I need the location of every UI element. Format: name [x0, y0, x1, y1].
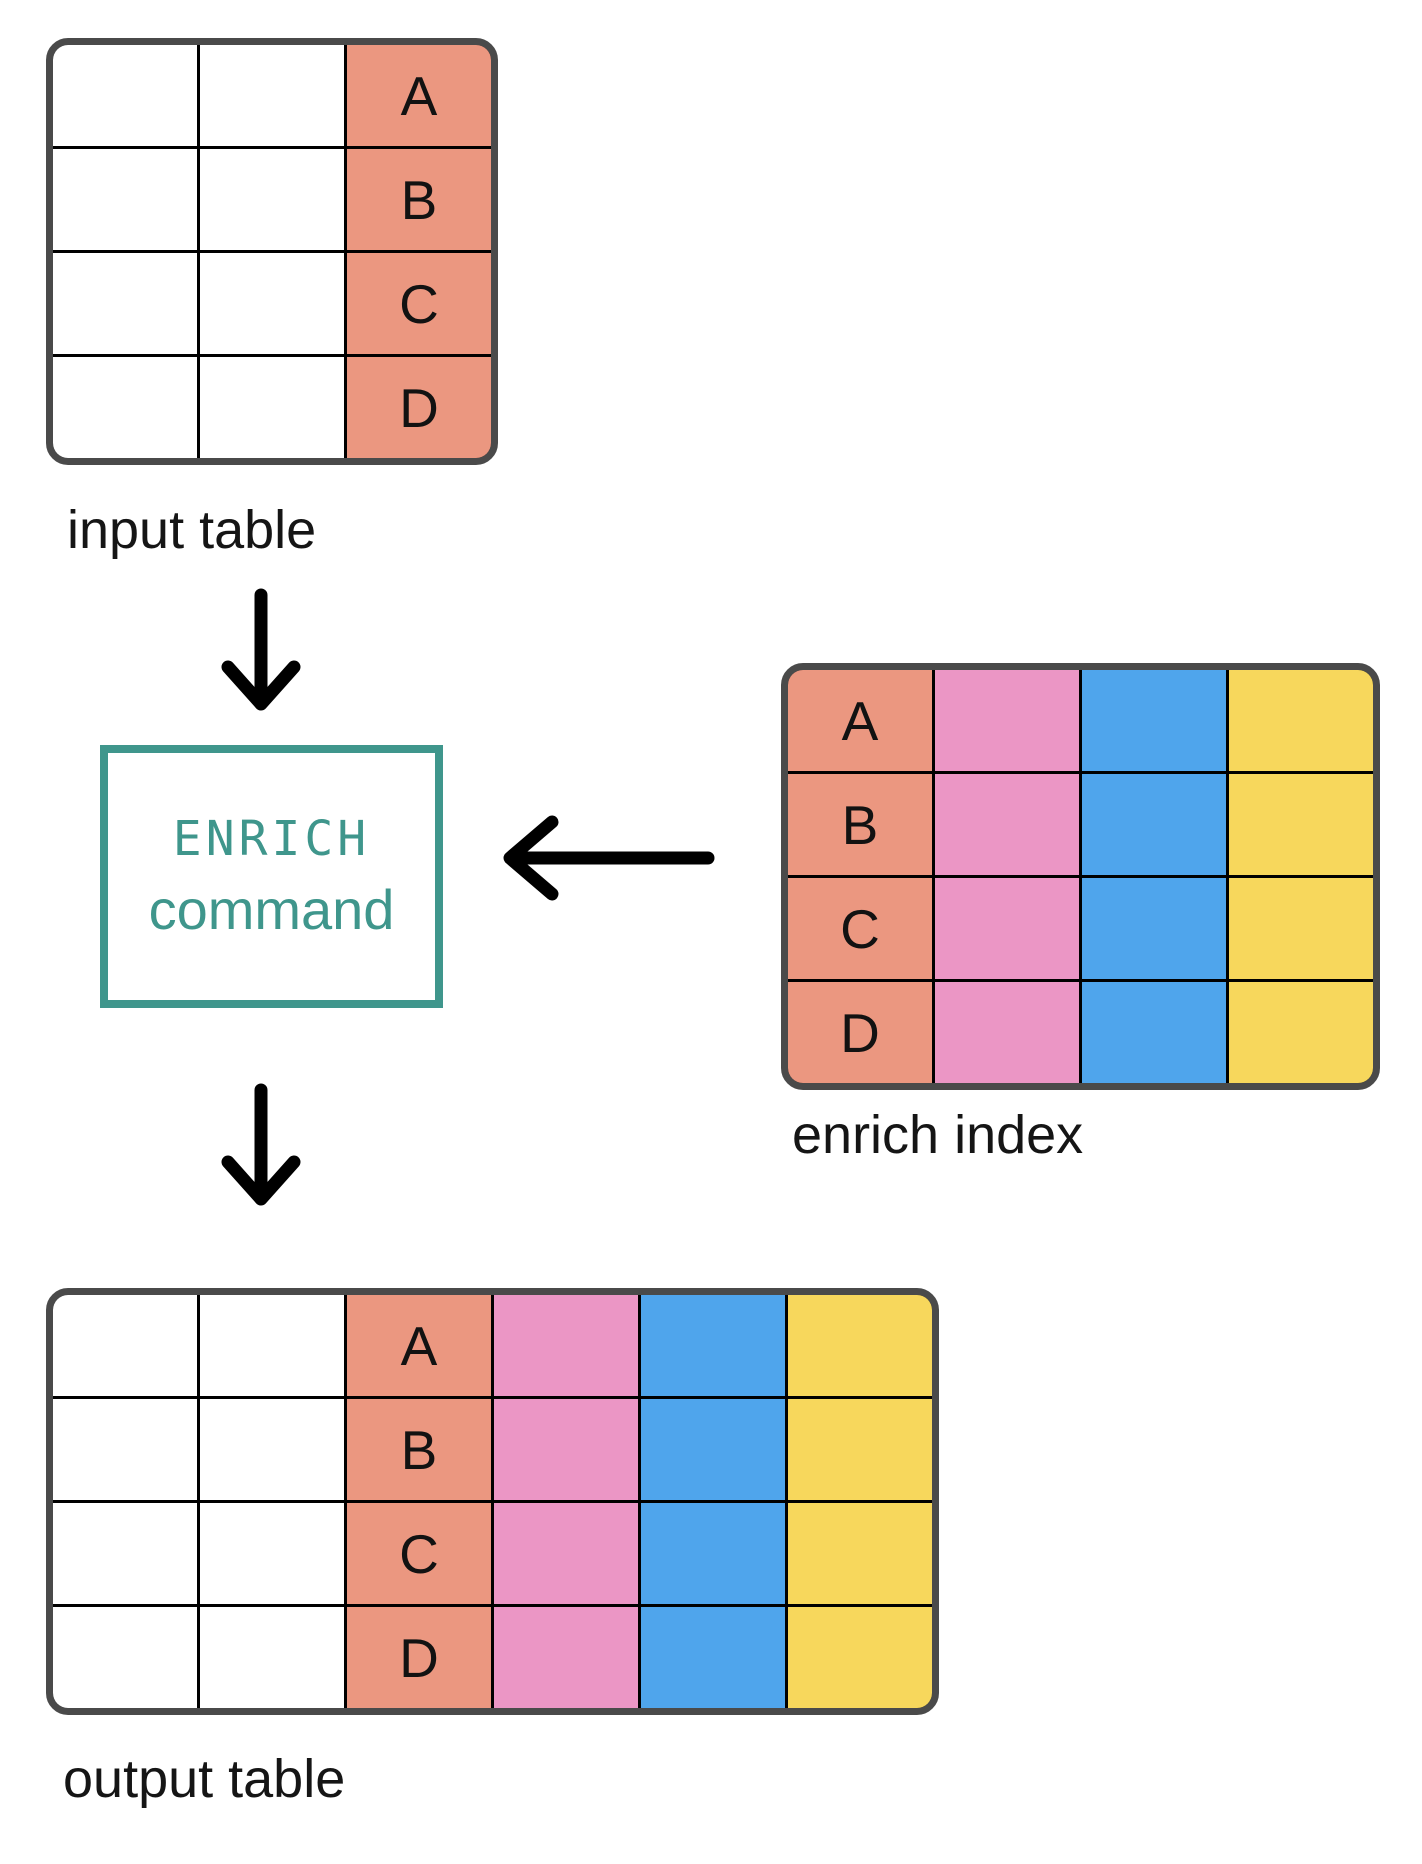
table-cell	[53, 357, 197, 458]
enrich-command-keyword: ENRICH	[172, 811, 371, 867]
table-cell-key: C	[347, 253, 491, 354]
table-cell-key: B	[347, 1399, 491, 1500]
enrich-index-label: enrich index	[792, 1105, 1084, 1165]
arrow-down-command-to-output-icon	[221, 1083, 301, 1206]
table-cell	[935, 982, 1079, 1083]
table-cell	[641, 1295, 785, 1396]
table-cell-key: C	[788, 878, 932, 979]
table-cell	[494, 1607, 638, 1708]
table-cell	[641, 1503, 785, 1604]
table-cell-key: A	[347, 45, 491, 146]
table-cell	[1082, 670, 1226, 771]
arrow-down-input-to-command-icon	[221, 588, 301, 711]
table-cell	[788, 1503, 932, 1604]
table-cell	[53, 45, 197, 146]
table-cell	[494, 1295, 638, 1396]
table-cell	[788, 1399, 932, 1500]
table-cell	[935, 774, 1079, 875]
table-cell-key: D	[347, 1607, 491, 1708]
table-cell-key: A	[788, 670, 932, 771]
table-cell	[200, 1295, 344, 1396]
table-cell	[641, 1399, 785, 1500]
table-cell	[935, 670, 1079, 771]
table-cell	[53, 1295, 197, 1396]
enrich-command-word: command	[148, 878, 395, 941]
table-cell	[1229, 774, 1373, 875]
table-cell	[494, 1503, 638, 1604]
table-cell	[53, 253, 197, 354]
table-cell	[53, 1607, 197, 1708]
table-cell	[53, 1399, 197, 1500]
table-cell	[200, 357, 344, 458]
table-cell-key: D	[347, 357, 491, 458]
table-cell	[1229, 982, 1373, 1083]
arrow-left-index-to-command-icon	[503, 815, 715, 901]
table-cell	[200, 1607, 344, 1708]
table-cell	[641, 1607, 785, 1708]
table-cell	[935, 878, 1079, 979]
table-cell	[1082, 774, 1226, 875]
enrich-command-box: ENRICH command	[100, 745, 443, 1008]
table-cell	[1082, 982, 1226, 1083]
table-cell	[200, 253, 344, 354]
table-cell	[200, 1399, 344, 1500]
table-cell	[200, 1503, 344, 1604]
table-cell-key: C	[347, 1503, 491, 1604]
table-cell	[494, 1399, 638, 1500]
output-table-label: output table	[63, 1749, 346, 1809]
table-cell	[788, 1607, 932, 1708]
table-cell-key: B	[788, 774, 932, 875]
table-cell-key: D	[788, 982, 932, 1083]
table-cell	[1082, 878, 1226, 979]
table-cell-key: A	[347, 1295, 491, 1396]
table-cell	[1229, 878, 1373, 979]
table-cell	[53, 149, 197, 250]
table-cell	[53, 1503, 197, 1604]
table-cell	[200, 45, 344, 146]
input-table-label: input table	[67, 500, 317, 560]
table-cell	[1229, 670, 1373, 771]
table-cell	[200, 149, 344, 250]
table-cell	[788, 1295, 932, 1396]
table-cell-key: B	[347, 149, 491, 250]
